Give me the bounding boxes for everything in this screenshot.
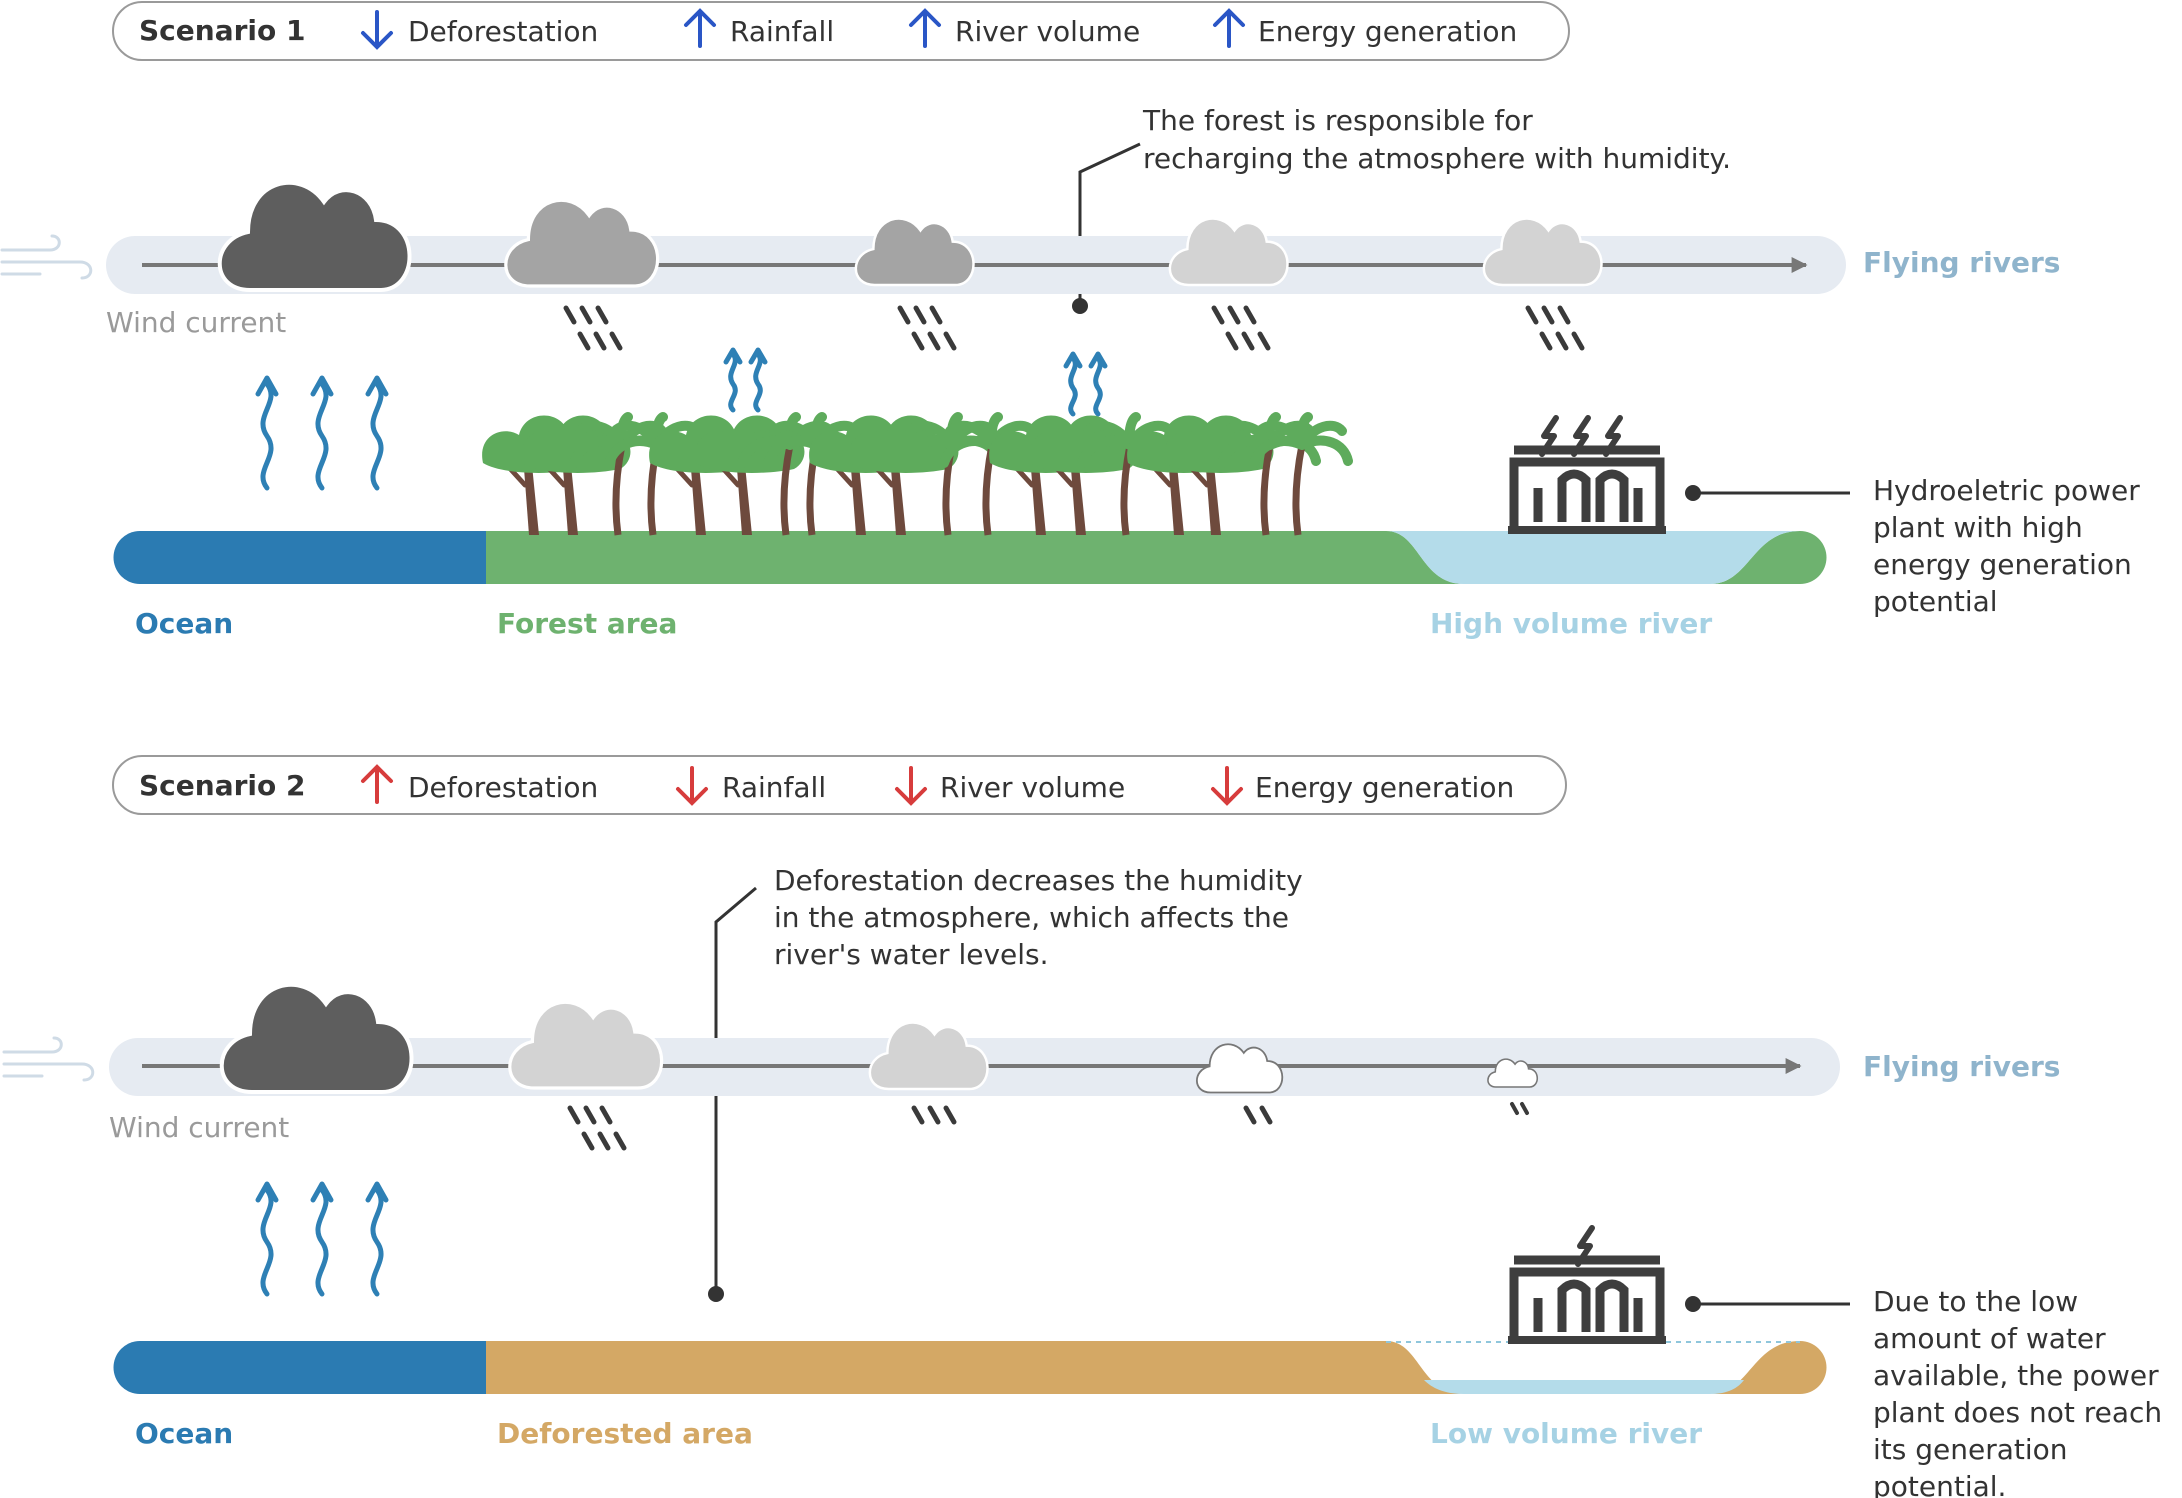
scenario-2-river	[1424, 1380, 1744, 1394]
cloud-icon	[217, 180, 412, 292]
rain-icon	[1528, 308, 1582, 348]
scenario-2: Scenario 2 Deforestation Rainfall River …	[2, 755, 2171, 1498]
scenario-2-indicator-rainfall: Rainfall	[676, 766, 826, 806]
scenario-1-indicator-river-volume: River volume	[909, 8, 1140, 48]
scenario-1-land-label: Forest area	[497, 607, 677, 640]
scenario-2-flying-rivers-label: Flying rivers	[1863, 1050, 2060, 1083]
cloud-icon	[219, 982, 414, 1094]
scenario-1-callout-dot	[1072, 298, 1088, 314]
indicator-label: Rainfall	[730, 15, 834, 48]
scenario-1-callout-text: The forest is responsible for recharging…	[1142, 104, 1731, 175]
indicator-label: Energy generation	[1255, 771, 1514, 804]
scenario-2-wind-label: Wind current	[109, 1111, 289, 1144]
rain-icon	[911, 1105, 957, 1125]
evaporation-icon	[1066, 354, 1080, 414]
wind-icon	[0, 234, 93, 280]
scenario-1-forest	[482, 416, 1348, 536]
arrow-up-icon	[361, 764, 393, 804]
scenario-1-ocean-label: Ocean	[135, 607, 233, 640]
scenario-2-indicator-deforestation: Deforestation	[361, 764, 598, 804]
cloud-icon	[1168, 217, 1289, 287]
rain-icon	[1214, 308, 1268, 348]
arrow-down-icon	[361, 10, 393, 50]
evaporation-icon	[258, 1184, 276, 1294]
cloud-icon	[854, 217, 975, 287]
evaporation-icon	[751, 350, 765, 410]
arrow-down-icon	[895, 766, 927, 806]
scenario-1-wind-label: Wind current	[106, 306, 286, 339]
scenario-1-river	[1386, 531, 1800, 584]
scenario-2-indicator-river-volume: River volume	[895, 766, 1125, 806]
arrow-up-icon	[909, 8, 941, 48]
indicator-label: Deforestation	[408, 771, 598, 804]
arrow-down-icon	[1211, 766, 1243, 806]
rain-icon	[566, 308, 620, 348]
cloud-icon	[508, 1000, 664, 1090]
scenario-2-power-plant-icon	[1508, 1228, 1666, 1344]
scenario-2-plant-note: Due to the low amount of water available…	[1873, 1285, 2171, 1498]
indicator-label: River volume	[955, 15, 1140, 48]
evaporation-icon	[1091, 354, 1105, 414]
cloud-icon	[868, 1021, 989, 1091]
scenario-2-ocean-label: Ocean	[135, 1417, 233, 1450]
evaporation-icon	[726, 350, 740, 410]
scenario-2-deforested-ground	[486, 1341, 1827, 1394]
indicator-label: Energy generation	[1258, 15, 1517, 48]
indicator-label: River volume	[940, 771, 1125, 804]
scenario-2-land-label: Deforested area	[497, 1417, 753, 1450]
scenario-1-indicator-energy-generation: Energy generation	[1213, 8, 1517, 48]
scenario-2-river-label: Low volume river	[1430, 1417, 1702, 1450]
scenario-1-title: Scenario 1	[139, 14, 305, 47]
scenario-2-ocean	[113, 1341, 487, 1394]
arrow-up-icon	[684, 8, 716, 48]
arrow-up-icon	[1213, 8, 1245, 48]
rain-icon	[900, 308, 954, 348]
scenario-1-forest-ground	[486, 531, 1827, 584]
scenario-1-power-plant-icon	[1508, 418, 1666, 534]
scenario-2-legend-box	[112, 755, 1567, 815]
scenario-2-title: Scenario 2	[139, 769, 305, 802]
scenario-2-callout-dot	[708, 1286, 724, 1302]
evaporation-icon	[313, 378, 331, 488]
evaporation-icon	[258, 378, 276, 488]
arrow-down-icon	[676, 766, 708, 806]
scenario-1-river-label: High volume river	[1430, 607, 1712, 640]
scenario-2-callout-line	[714, 886, 757, 1294]
evaporation-icon	[368, 378, 386, 488]
rain-icon	[1510, 1102, 1529, 1115]
scenario-1-legend-box	[112, 1, 1570, 61]
scenario-1-plant-note: Hydroeletric power plant with high energ…	[1873, 474, 2149, 618]
scenario-1-ocean	[113, 531, 487, 584]
evaporation-icon	[368, 1184, 386, 1294]
scenario-2-indicator-energy-generation: Energy generation	[1211, 766, 1514, 806]
indicator-label: Rainfall	[722, 771, 826, 804]
scenario-1-flying-rivers-label: Flying rivers	[1863, 246, 2060, 279]
scenario-2-callout-text: Deforestation decreases the humidity in …	[774, 864, 1312, 971]
rain-icon	[570, 1108, 624, 1148]
indicator-label: Deforestation	[408, 15, 598, 48]
cloud-icon	[504, 198, 660, 288]
wind-icon	[2, 1036, 95, 1082]
evaporation-icon	[313, 1184, 331, 1294]
scenario-1-indicator-deforestation: Deforestation	[361, 10, 598, 50]
rain-icon	[1243, 1105, 1273, 1125]
scenario-1: Scenario 1 Deforestation Rainfall River …	[0, 1, 2149, 640]
scenario-1-indicator-rainfall: Rainfall	[684, 8, 834, 48]
cloud-icon	[1482, 217, 1603, 287]
